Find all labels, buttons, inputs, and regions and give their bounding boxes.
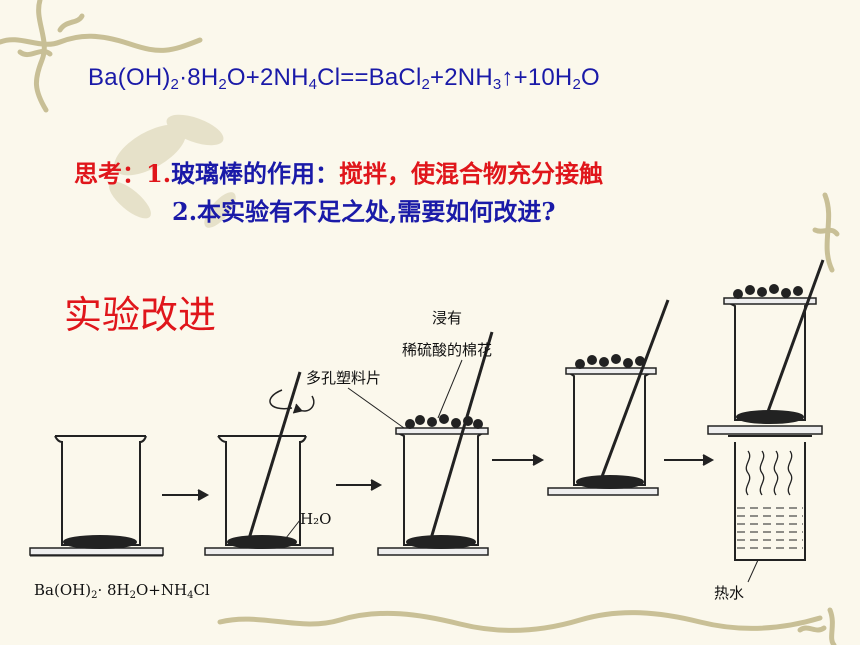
label-dilute-acid-cotton: 稀硫酸的棉花 bbox=[402, 341, 492, 359]
question-2: 2.本实验有不足之处,需要如何改进? bbox=[172, 197, 556, 226]
beaker-stage-1 bbox=[29, 435, 164, 557]
plastic-sheet-5 bbox=[723, 297, 817, 305]
question-1-text: 玻璃棒的作用： bbox=[171, 159, 340, 188]
glass-rod-4 bbox=[598, 299, 670, 483]
arrow-2 bbox=[336, 479, 383, 491]
plastic-sheet-3 bbox=[395, 427, 489, 435]
label-water: H₂O bbox=[300, 510, 331, 528]
cotton-4 bbox=[575, 354, 645, 369]
leader-lines bbox=[347, 359, 463, 429]
glass-rod-2 bbox=[246, 371, 302, 543]
solid-mixture-5 bbox=[736, 410, 804, 424]
plastic-sheet-4 bbox=[565, 367, 657, 375]
label-plastic-sheet: 多孔塑料片 bbox=[306, 369, 381, 387]
stir-arrow bbox=[269, 389, 293, 410]
platform-plate bbox=[707, 425, 823, 435]
cotton-5 bbox=[733, 284, 803, 299]
arrow-3 bbox=[492, 454, 545, 466]
hot-water-beaker bbox=[728, 435, 812, 583]
label-hot-water: 热水 bbox=[714, 584, 744, 602]
solid-mixture-2 bbox=[227, 535, 297, 549]
glass-rod-5 bbox=[764, 259, 825, 418]
section-title: 实验改进 bbox=[64, 293, 217, 337]
solid-mixture-4 bbox=[576, 475, 644, 489]
label-reactants: Ba(OH)2· 8H2O+NH4Cl bbox=[34, 581, 210, 601]
cotton-3 bbox=[405, 414, 483, 429]
label-soaked: 浸有 bbox=[432, 309, 462, 327]
steam-lines bbox=[745, 450, 793, 496]
question-1: 思考：1.玻璃棒的作用：搅拌，使混合物充分接触 bbox=[74, 159, 604, 188]
arrow-1 bbox=[162, 489, 210, 501]
arrow-4 bbox=[664, 454, 715, 466]
solid-mixture-3 bbox=[406, 535, 476, 549]
solid-mixture-1 bbox=[63, 535, 137, 549]
reaction-equation: Ba(OH)2·8H2O+2NH4Cl==BaCl2+2NH3↑+10H2O bbox=[88, 64, 600, 93]
glass-rod-3 bbox=[428, 331, 494, 543]
question-lead: 思考： bbox=[74, 159, 146, 188]
question-1-answer: 搅拌，使混合物充分接触 bbox=[339, 159, 604, 188]
